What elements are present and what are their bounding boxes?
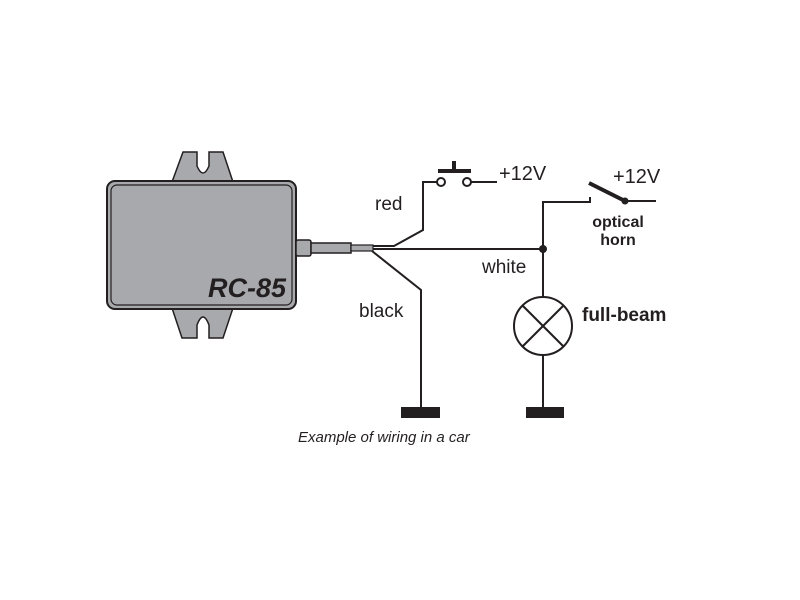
top-mounting-tab <box>170 151 235 183</box>
push-button-contact-right <box>462 177 472 187</box>
cable-split <box>350 244 374 252</box>
switch-label-line1: optical <box>592 214 644 231</box>
push-button-supply-label: +12V <box>499 163 547 185</box>
black-wire-circuit: black <box>359 250 440 418</box>
push-button-contact-left <box>436 177 446 187</box>
switch-supply-label: +12V <box>613 166 661 188</box>
device-model-label: RC-85 <box>208 273 287 303</box>
lamp-label: full-beam <box>582 305 666 326</box>
switch-feed-wire <box>542 197 591 249</box>
switch-label-line2: horn <box>600 232 636 249</box>
rc85-device: RC-85 <box>106 151 374 339</box>
black-ground-symbol <box>401 407 440 418</box>
white-wire-circuit: white +12V optical horn full-beam <box>373 166 666 418</box>
black-wire-label: black <box>359 301 404 322</box>
diagram-caption: Example of wiring in a car <box>298 429 471 446</box>
full-beam-lamp-symbol <box>513 296 573 356</box>
red-wire-label: red <box>375 194 402 215</box>
lamp-ground-symbol <box>526 407 564 418</box>
red-wire-circuit: red +12V <box>373 161 547 247</box>
push-button-stem <box>452 161 456 171</box>
lamp-cross-b <box>521 304 565 348</box>
switch-lever <box>588 181 626 203</box>
cable-connector <box>295 239 312 257</box>
optical-horn-switch <box>588 181 656 205</box>
black-wire <box>371 250 422 408</box>
bottom-mounting-tab <box>170 307 235 339</box>
cable-sheath <box>310 242 352 254</box>
device-housing-inner <box>110 184 293 306</box>
white-wire-label: white <box>481 257 526 278</box>
red-wire <box>373 181 437 247</box>
push-button-symbol <box>436 161 472 187</box>
